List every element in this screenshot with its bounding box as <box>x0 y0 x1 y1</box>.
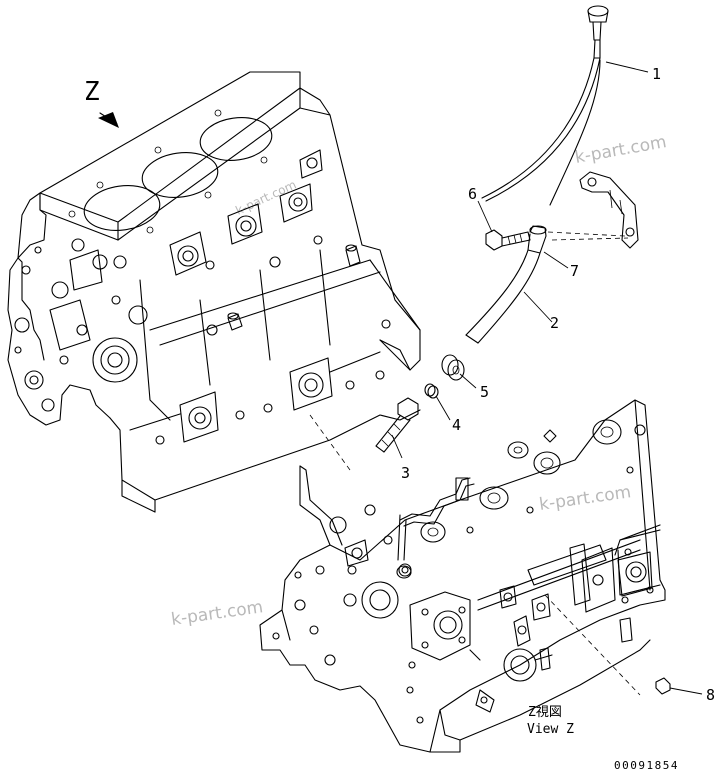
callout-3: 3 <box>401 464 410 482</box>
callout-4: 4 <box>452 416 461 434</box>
drain-plug-part-8 <box>655 677 703 695</box>
watermark-top-right: k-part.com <box>573 132 668 168</box>
callout-5: 5 <box>480 383 489 401</box>
z-arrow-icon <box>98 112 119 128</box>
view-z-label-en: View Z <box>527 722 574 737</box>
rear-seal-bore <box>361 581 399 619</box>
callout-6: 6 <box>468 185 477 203</box>
z-marker-label: Z <box>84 77 100 107</box>
lower-mount-pad <box>409 591 471 661</box>
callout-8: 8 <box>706 686 715 704</box>
boss-ring-4 <box>479 486 509 510</box>
callout-2: 2 <box>550 314 559 332</box>
guide-tube-part-2 <box>465 225 569 344</box>
view-z-label-jp: Z視図 <box>528 705 562 720</box>
z-view-marker: Z <box>84 77 119 128</box>
side-boss-2 <box>289 357 333 411</box>
watermark-middle-right: k-part.com <box>538 482 632 515</box>
view-caption: Z視図 View Z <box>527 705 574 737</box>
callout-1: 1 <box>652 65 661 83</box>
boss-ring-3 <box>592 419 622 445</box>
front-seal-bore <box>92 337 138 383</box>
dipstick-part-1 <box>481 5 649 206</box>
boss-ring-1 <box>507 441 529 459</box>
o-ring-part-4 <box>424 383 451 421</box>
dipstick-bracket <box>547 171 639 249</box>
callout-numbers: 1 2 3 4 5 6 7 8 <box>401 65 715 704</box>
plug-part-3 <box>375 397 419 459</box>
cylinder-bore-2 <box>141 152 219 198</box>
watermark-block: k-part.com <box>233 177 298 217</box>
callout-7: 7 <box>570 262 579 280</box>
bolt-part-6 <box>477 200 531 251</box>
side-boss-1 <box>179 391 219 443</box>
engine-block-view-z <box>259 399 666 753</box>
cylinder-bore-1 <box>83 185 161 231</box>
boss-ring-2 <box>533 451 561 475</box>
figure-code: 00091854 <box>614 759 679 772</box>
cylinder-bore-3 <box>199 117 273 161</box>
grommet-part-5 <box>441 354 477 389</box>
watermark-bottom-left: k-part.com <box>170 597 264 630</box>
engine-block-top-view <box>7 71 421 513</box>
